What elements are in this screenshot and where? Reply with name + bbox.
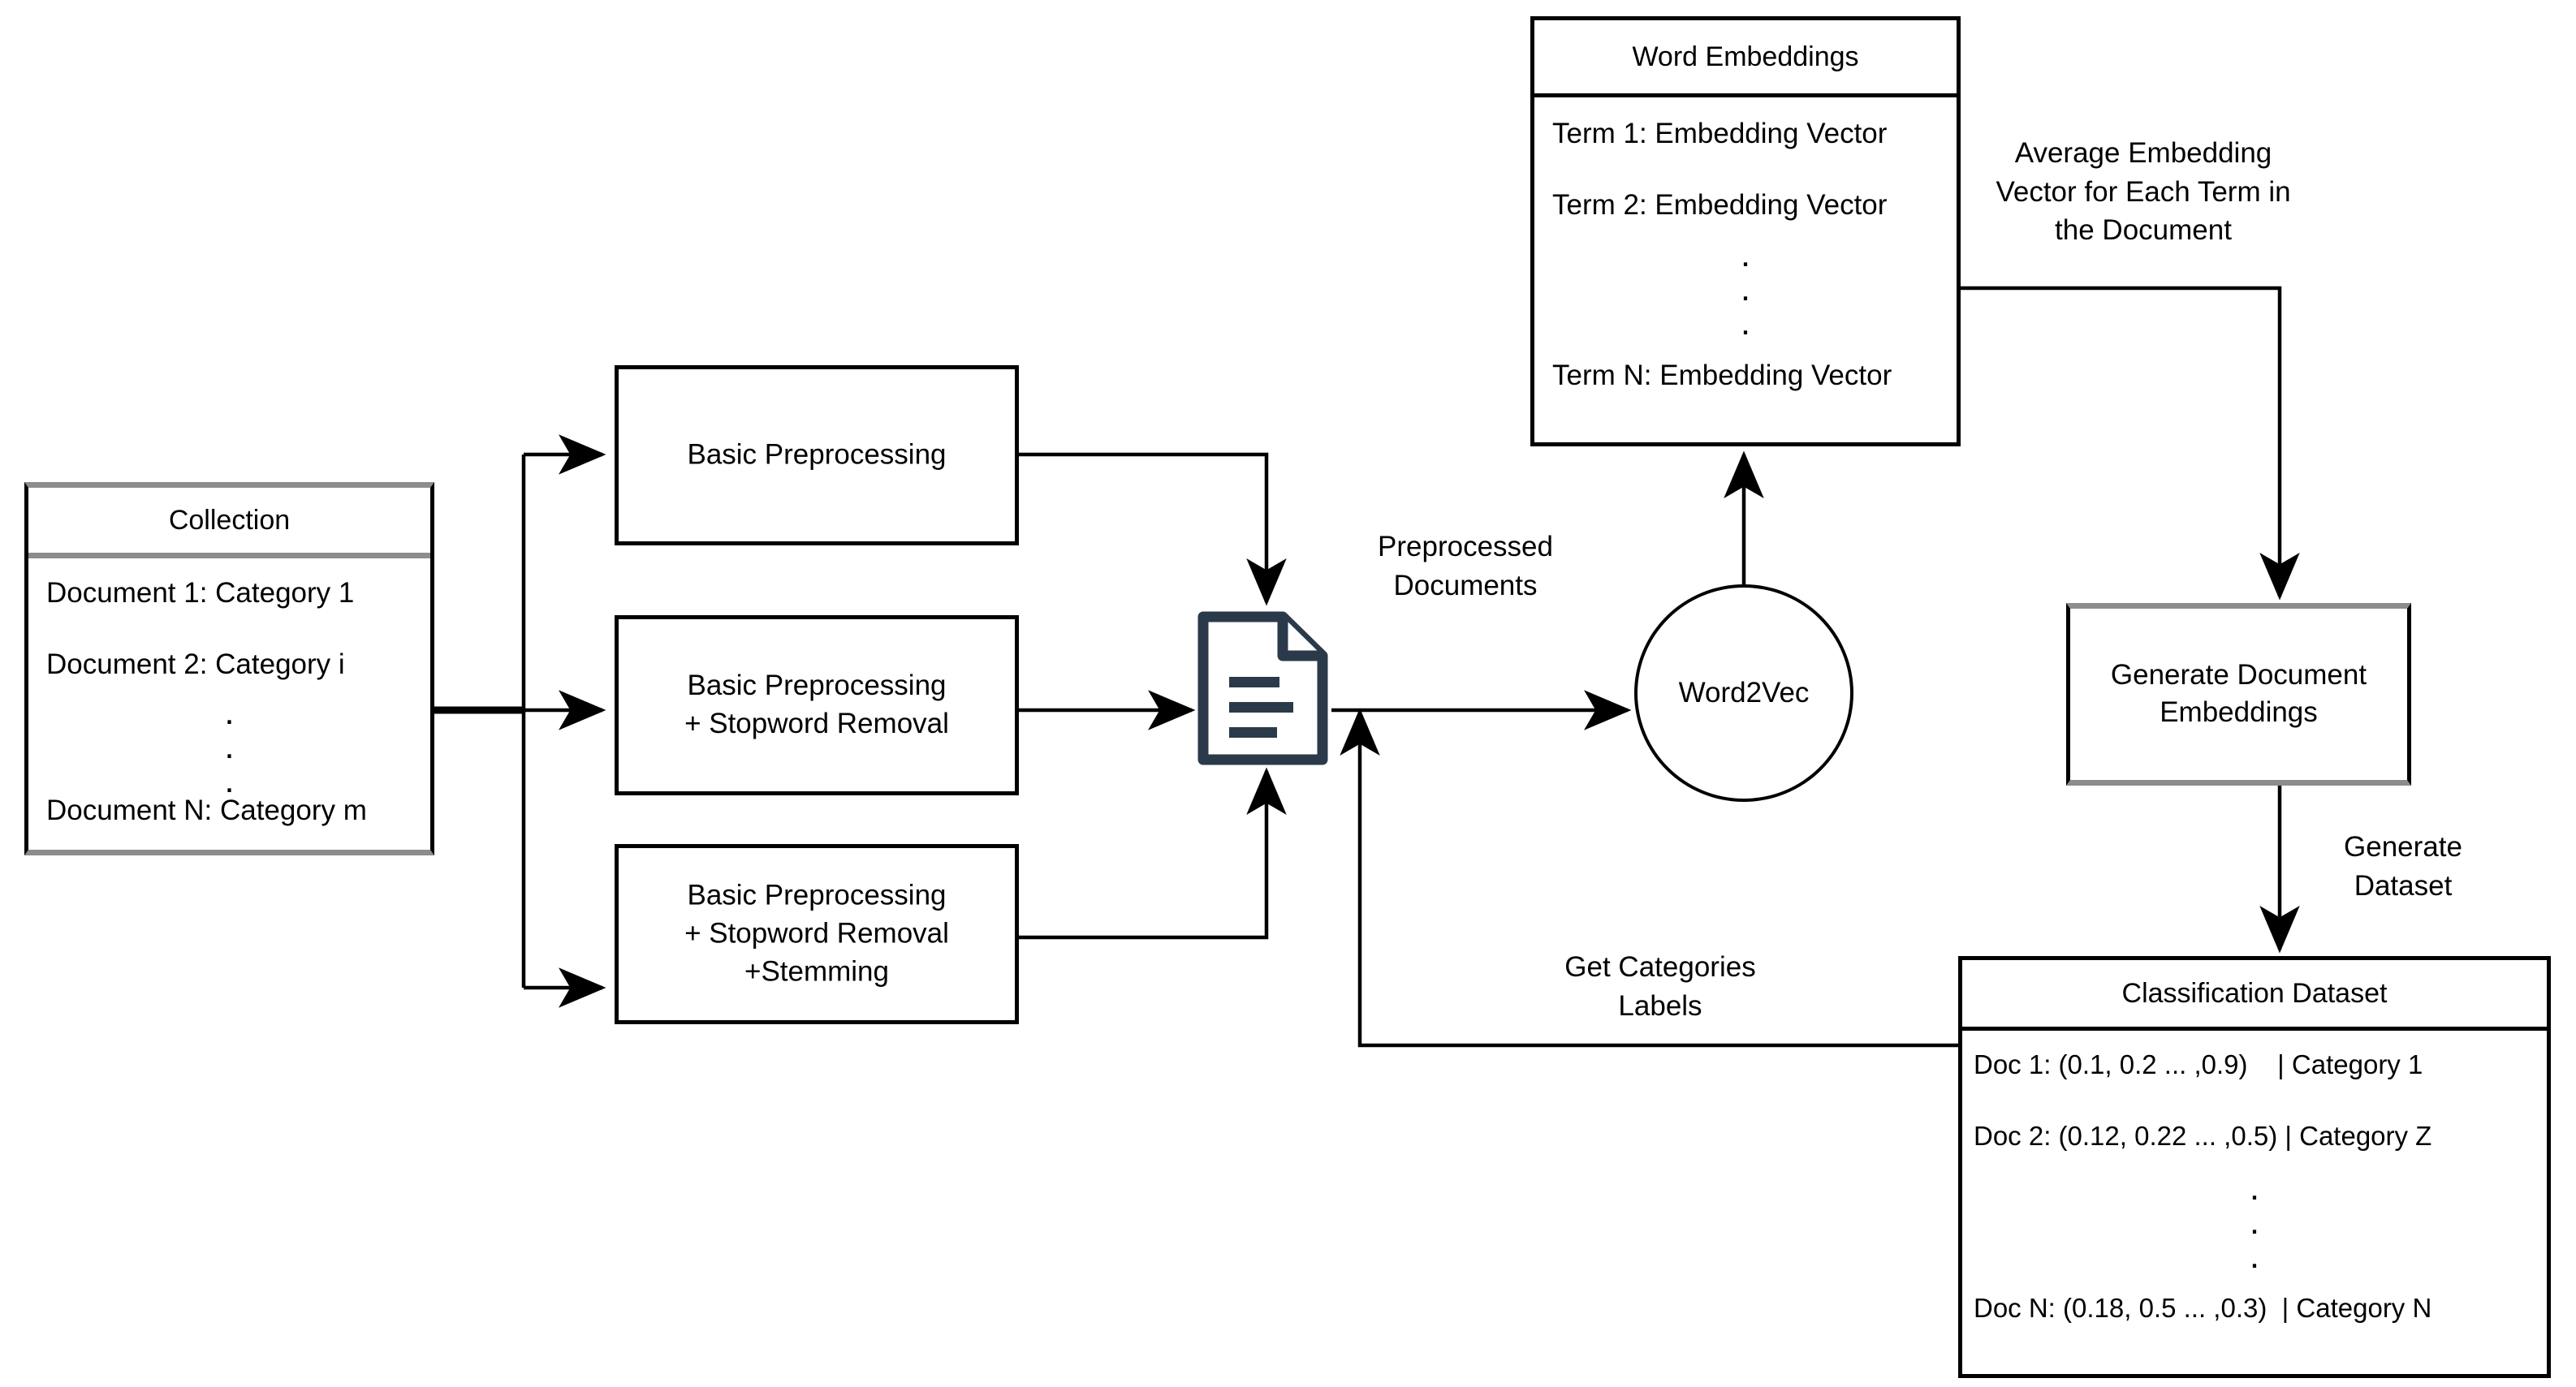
classification-dataset-row: Doc 1: (0.1, 0.2 ... ,0.9) | Category 1 <box>1974 1049 2423 1079</box>
word-embeddings-row: Term 1: Embedding Vector <box>1552 118 1888 149</box>
edge-prep3-to-documents <box>1019 767 1287 940</box>
classification-dataset-node[interactable]: Classification Dataset Doc 1: (0.1, 0.2 … <box>1958 956 2551 1378</box>
edge-label-preprocessed-documents: Preprocessed Documents <box>1378 531 1553 601</box>
collection-body: Document 1: Category 1 Document 2: Categ… <box>28 558 430 855</box>
collection-row: Document N: Category m <box>46 795 367 826</box>
word-embeddings-row: Term 2: Embedding Vector <box>1552 189 1888 221</box>
edge-split-bar <box>521 434 606 1008</box>
preprocessing-box-label: Basic Preprocessing <box>687 438 947 471</box>
word-embeddings-node[interactable]: Word Embeddings Term 1: Embedding Vector… <box>1530 16 1961 446</box>
word-embeddings-row: Term N: Embedding Vector <box>1552 360 1892 391</box>
preprocessing-box-stopword[interactable]: Basic Preprocessing + Stopword Removal <box>615 615 1019 795</box>
ellipsis-dot: . <box>224 726 235 766</box>
classification-dataset-row: Doc 2: (0.12, 0.22 ... ,0.5) | Category … <box>1974 1121 2432 1151</box>
ellipsis-dot: . <box>1740 303 1751 342</box>
ellipsis-dot: . <box>224 760 235 800</box>
ellipsis-dot: . <box>2249 1202 2260 1242</box>
collection-row: Document 1: Category 1 <box>46 577 355 609</box>
edge-label-get-categories-labels: Get Categories Labels <box>1564 951 1756 1022</box>
preprocessing-box-label: Basic Preprocessing + Stopword Removal <box>684 670 949 739</box>
generate-document-embeddings-node[interactable]: Generate Document Embeddings <box>2066 603 2411 786</box>
preprocessing-box-label: Basic Preprocessing + Stopword Removal +… <box>684 879 949 988</box>
classification-dataset-row: Doc N: (0.18, 0.5 ... ,0.3) | Category N <box>1974 1293 2432 1323</box>
edge-prep1-to-documents <box>1019 452 1287 606</box>
collection-header: Collection <box>28 488 430 558</box>
word-embeddings-header: Word Embeddings <box>1534 20 1957 97</box>
edge-label-generate-dataset: Generate Dataset <box>2344 831 2462 902</box>
ellipsis-dot: . <box>1740 269 1751 308</box>
generate-document-embeddings-label: Generate Document Embeddings <box>2110 658 2367 729</box>
edge-word-embeddings-to-generate-embeddings <box>1961 286 2300 601</box>
ellipsis-dot: . <box>224 692 235 732</box>
classification-dataset-header-label: Classification Dataset <box>2121 977 2388 1009</box>
classification-dataset-ellipsis: . . . <box>1962 1168 2547 1281</box>
ellipsis-dot: . <box>1740 235 1751 274</box>
word2vec-node[interactable]: Word2Vec <box>1634 584 1853 802</box>
word-embeddings-body: Term 1: Embedding Vector Term 2: Embeddi… <box>1534 97 1957 446</box>
collection-row: Document 2: Category i <box>46 648 345 680</box>
preprocessing-box-stemming[interactable]: Basic Preprocessing + Stopword Removal +… <box>615 844 1019 1024</box>
word2vec-label: Word2Vec <box>1678 677 1810 709</box>
preprocessing-box-basic[interactable]: Basic Preprocessing <box>615 365 1019 545</box>
word-embeddings-ellipsis: . . . <box>1534 235 1957 347</box>
word-embeddings-header-label: Word Embeddings <box>1632 41 1859 72</box>
classification-dataset-body: Doc 1: (0.1, 0.2 ... ,0.9) | Category 1 … <box>1962 1031 2547 1378</box>
ellipsis-dot: . <box>2249 1236 2260 1276</box>
preprocessed-documents-icon[interactable] <box>1192 607 1334 769</box>
edge-label-average-embedding-vector: Average Embedding Vector for Each Term i… <box>1996 137 2291 247</box>
collection-node[interactable]: Collection Document 1: Category 1 Docume… <box>24 482 434 855</box>
ellipsis-dot: . <box>2249 1168 2260 1208</box>
classification-dataset-header: Classification Dataset <box>1962 960 2547 1031</box>
collection-ellipsis: . . . <box>28 692 430 805</box>
document-icon <box>1197 611 1328 765</box>
collection-header-label: Collection <box>168 504 291 536</box>
